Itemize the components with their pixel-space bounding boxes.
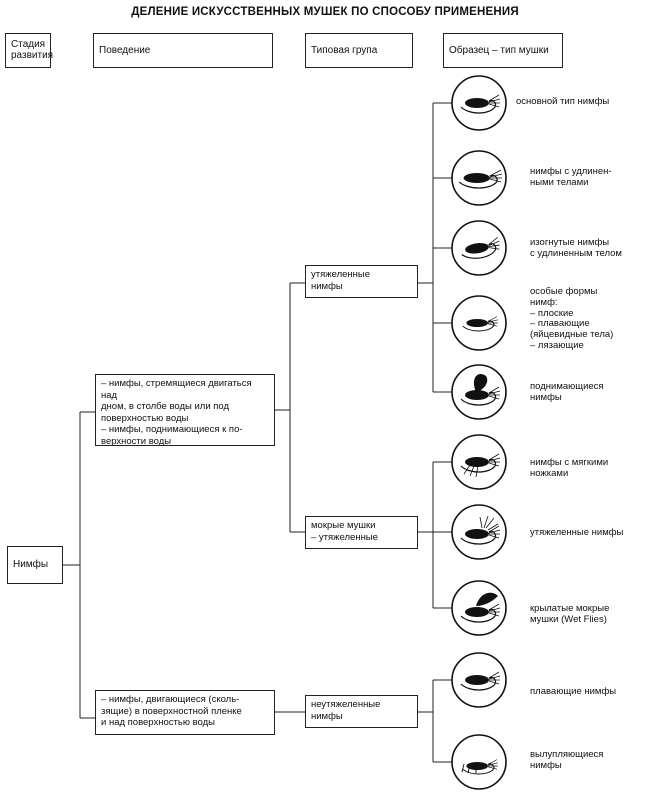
sample-circle-7 bbox=[451, 504, 507, 560]
sample-circle-2 bbox=[451, 150, 507, 206]
group-box-1: утяжеленные нимфы bbox=[305, 265, 418, 298]
header-stage: Стадия развития bbox=[5, 33, 53, 68]
header-behavior: Поведение bbox=[93, 33, 273, 68]
header-sample: Образец – тип мушки bbox=[443, 33, 563, 68]
sample-circle-1 bbox=[451, 75, 507, 131]
sample-circle-3 bbox=[451, 220, 507, 276]
sample-label-4: особые формы нимф: – плоские – плавающие… bbox=[530, 286, 614, 351]
group-box-2: мокрые мушки – утяжеленные bbox=[305, 516, 418, 549]
sample-label-3: изогнутые нимфы с удлиненным телом bbox=[530, 237, 622, 259]
page-title: ДЕЛЕНИЕ ИСКУССТВЕННЫХ МУШЕК ПО СПОСОБУ П… bbox=[131, 6, 519, 18]
group-box-3: неутяжеленные нимфы bbox=[305, 695, 418, 728]
sample-label-5: поднимающиеся нимфы bbox=[530, 381, 604, 403]
sample-circle-5 bbox=[451, 364, 507, 420]
sample-label-8: крылатые мокрые мушки (Wet Flies) bbox=[530, 603, 610, 625]
sample-label-6: нимфы с мягкими ножками bbox=[530, 457, 609, 479]
sample-label-1: основной тип нимфы bbox=[516, 96, 610, 107]
stage-box: Нимфы bbox=[7, 546, 63, 584]
sample-label-10: вылупляющиеся нимфы bbox=[530, 749, 604, 771]
sample-circle-10 bbox=[451, 734, 507, 790]
behavior-box-2: – нимфы, двигающиеся (сколь- зящие) в по… bbox=[95, 690, 275, 735]
sample-label-9: плавающие нимфы bbox=[530, 686, 617, 697]
sample-label-7: утяжеленные нимфы bbox=[530, 527, 624, 538]
sample-circle-8 bbox=[451, 580, 507, 636]
sample-circle-9 bbox=[451, 652, 507, 708]
sample-circle-6 bbox=[451, 434, 507, 490]
sample-label-2: нимфы с удлинен- ными телами bbox=[530, 166, 612, 188]
header-group: Типовая група bbox=[305, 33, 413, 68]
behavior-box-1: – нимфы, стремящиеся двигаться над дном,… bbox=[95, 374, 275, 447]
sample-circle-4 bbox=[451, 295, 507, 351]
